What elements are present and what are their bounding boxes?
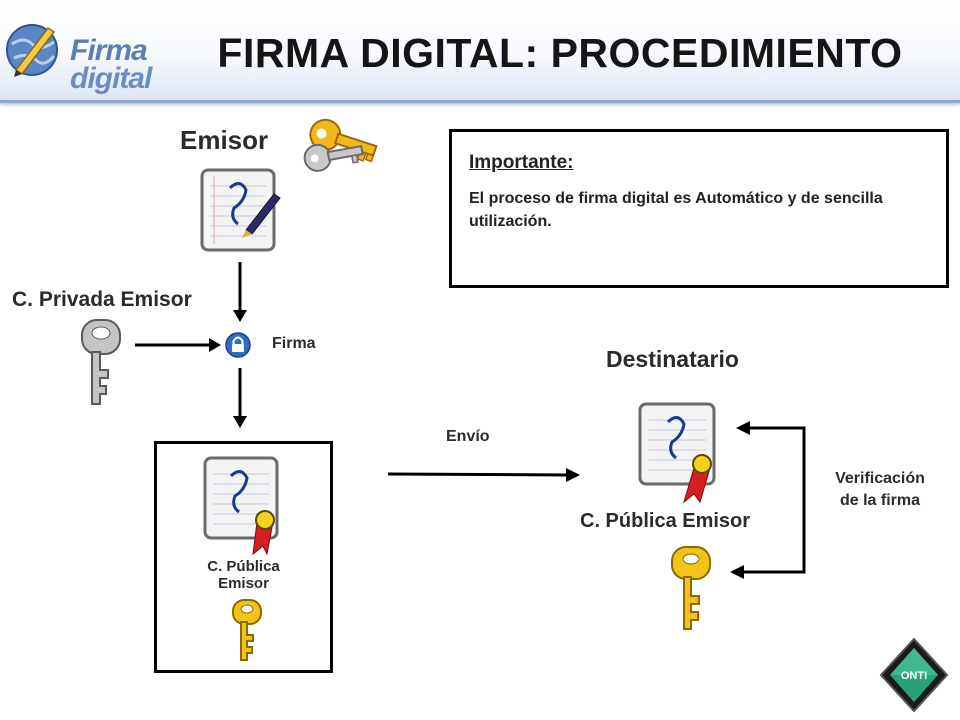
certified-document-icon xyxy=(203,456,279,556)
logo-text-firma: Firma xyxy=(70,34,148,67)
private-key-label: C. Privada Emisor xyxy=(12,288,192,311)
silver-key-icon xyxy=(81,319,121,405)
arrow-right-icon xyxy=(135,338,221,352)
recipient-public-key-label: C. Pública Emisor xyxy=(580,510,751,532)
important-note-box: Importante: El proceso de firma digital … xyxy=(449,129,949,288)
arrow-down-icon xyxy=(233,262,247,322)
globe-pen-icon xyxy=(6,24,58,77)
onti-badge: ONTI xyxy=(878,636,950,714)
certified-document-icon xyxy=(638,402,716,504)
important-title: Importante: xyxy=(469,152,574,173)
header-banner: Firma digital FIRMA DIGITAL: PROCEDIMIEN… xyxy=(0,0,960,103)
signed-doc-label: C. Pública Emisor xyxy=(157,558,330,592)
sign-label: Firma xyxy=(272,335,316,352)
key-pair-icon xyxy=(303,118,378,172)
arrow-down-icon xyxy=(233,368,247,428)
firma-digital-logo: Firma digital xyxy=(4,18,164,95)
document-pen-icon xyxy=(200,168,281,252)
verification-label: Verificación de la firma xyxy=(810,468,950,512)
verification-loop-arrow xyxy=(730,421,806,579)
arrow-right-icon xyxy=(387,468,580,482)
signed-doc-label-line1: C. Pública xyxy=(207,558,280,575)
emisor-label: Emisor xyxy=(180,125,269,155)
page-title: FIRMA DIGITAL: PROCEDIMIENTO xyxy=(217,30,903,76)
signed-doc-label-line2: Emisor xyxy=(218,575,269,592)
onti-diamond-icon: ONTI xyxy=(879,637,949,713)
gold-key-icon xyxy=(232,599,262,661)
important-text: El proceso de firma digital es Automátic… xyxy=(469,190,883,230)
logo-text-digital: digital xyxy=(70,62,152,95)
verification-line1: Verificación xyxy=(835,470,925,487)
signed-document-box: C. Pública Emisor xyxy=(154,441,333,673)
recipient-label: Destinatario xyxy=(606,346,739,372)
lock-icon xyxy=(225,332,251,358)
onti-badge-text: ONTI xyxy=(901,670,927,682)
send-label: Envío xyxy=(446,428,490,445)
gold-key-icon xyxy=(671,546,711,630)
verification-line2: de la firma xyxy=(839,492,921,509)
